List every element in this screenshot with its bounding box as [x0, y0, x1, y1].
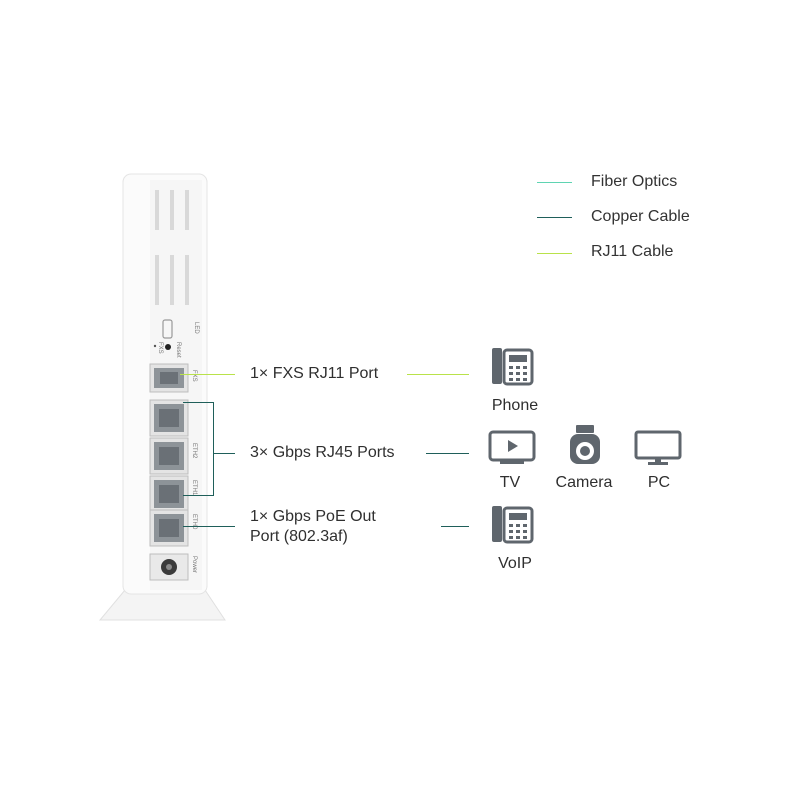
router-label-reset: Reset	[175, 342, 181, 358]
legend-copper-label: Copper Cable	[591, 208, 690, 225]
pc-label: PC	[647, 474, 671, 491]
fxs-port-label: 1× FXS RJ11 Port	[250, 365, 379, 382]
tv-connector-line	[426, 453, 469, 454]
voip-label: VoIP	[498, 555, 532, 572]
camera-icon	[566, 424, 604, 468]
phone-connector-line	[407, 374, 469, 375]
rj45-ports-label: 3× Gbps RJ45 Ports	[250, 444, 395, 461]
rj45-bracket	[183, 402, 214, 496]
legend-rj11-label: RJ11 Cable	[591, 243, 674, 260]
legend-fiber-label: Fiber Optics	[591, 173, 678, 190]
voip-connector-line	[441, 526, 469, 527]
phone-icon	[490, 346, 534, 386]
camera-label: Camera	[555, 474, 613, 491]
router-label-led: LED	[193, 322, 199, 334]
legend-fiber-line	[537, 182, 572, 183]
router-label-power: Power	[191, 556, 197, 574]
router-device: LED Reset FXS FXS ETH2 ETH1 ETH0 Power	[95, 170, 235, 625]
poe-port-label-line2: Port (802.3af)	[250, 528, 348, 545]
pc-icon	[634, 430, 682, 466]
legend-copper-line	[537, 217, 572, 218]
tv-label: TV	[499, 474, 521, 491]
phone-label: Phone	[491, 397, 539, 414]
poe-port-label-line1: 1× Gbps PoE Out	[250, 508, 376, 525]
tv-icon	[488, 430, 536, 466]
router-label-eth0: ETH0	[191, 514, 197, 530]
router-label-fxs-small: FXS	[157, 342, 163, 354]
router-label-fxs-port: FXS	[191, 370, 197, 382]
voip-icon	[490, 504, 534, 544]
fxs-connector-line	[180, 374, 235, 375]
legend-rj11-line	[537, 253, 572, 254]
rj45-connector-line	[213, 453, 235, 454]
poe-connector-line	[183, 526, 235, 527]
